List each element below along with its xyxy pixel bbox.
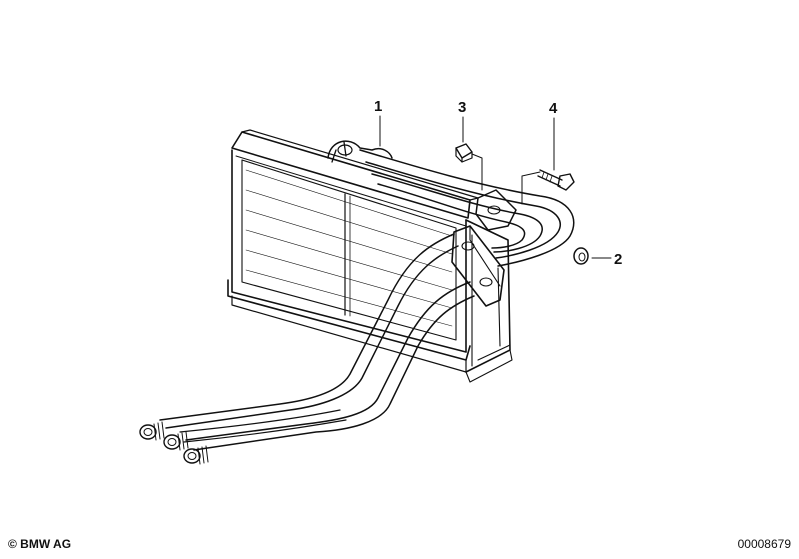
part-label-4: 4 (549, 100, 558, 117)
pipe-flange (451, 189, 517, 307)
pipe-lower (159, 233, 475, 451)
pipe-end-fitting (163, 431, 189, 451)
heater-core (227, 129, 513, 383)
part-label-1: 1 (374, 98, 382, 115)
part-label-2: 2 (614, 251, 622, 268)
pipe-end-fitting (183, 445, 209, 465)
leader-line-3 (462, 116, 483, 191)
part-3-nut (455, 143, 473, 163)
leader-line-4 (521, 117, 555, 205)
leader-lines (379, 115, 612, 259)
copyright-text: © BMW AG (8, 537, 72, 551)
pipe-upper (359, 149, 575, 267)
part-2-oring (573, 247, 589, 265)
part-label-3: 3 (458, 99, 466, 116)
part-4-bolt (537, 169, 575, 191)
top-bracket (327, 140, 393, 163)
pipe-end-fitting (139, 421, 165, 441)
pipe-end-fittings (139, 421, 209, 465)
image-number: 00008679 (737, 537, 791, 551)
